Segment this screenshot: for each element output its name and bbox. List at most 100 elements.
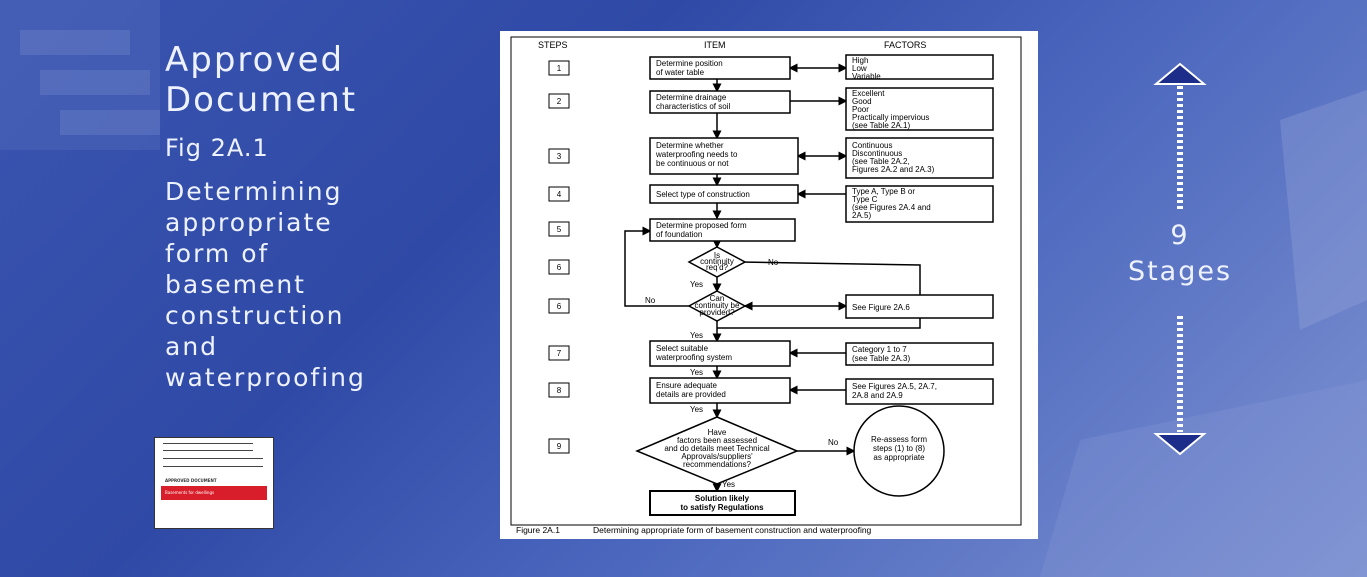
decision-text: provided?: [699, 308, 735, 317]
step-number: 8: [557, 386, 562, 395]
step-box: [548, 93, 570, 109]
step-number: 1: [557, 64, 562, 73]
factor-text: Variable: [852, 72, 881, 81]
item-text: Determine whether: [656, 141, 724, 150]
description-line: appropriate: [165, 208, 333, 237]
step-number: 6: [557, 263, 562, 272]
factor-text: See Figure 2A.6: [852, 303, 910, 312]
stages-indicator: 9 Stages: [1100, 60, 1260, 460]
yes-label: Yes: [690, 280, 703, 289]
factor-box: [845, 294, 994, 319]
decision-text: and do details meet Technical: [664, 444, 769, 453]
factor-text: Good: [852, 97, 872, 106]
factor-text: Discontinuous: [852, 149, 902, 158]
factor-box: [845, 137, 994, 179]
item-box: [649, 184, 799, 204]
decision-diamond: [687, 246, 747, 278]
step-number: 5: [557, 225, 562, 234]
slide-title-line-2: Document: [165, 80, 358, 120]
item-boxes: [649, 56, 799, 516]
factor-text: 2A.5): [852, 211, 871, 220]
decision-text: continuity be: [695, 301, 740, 310]
item-text: Determine drainage: [656, 93, 727, 102]
step-number: 4: [557, 190, 562, 199]
factor-text: Excellent: [852, 89, 885, 98]
item-box: [649, 377, 791, 404]
decision-text: Is: [714, 251, 720, 260]
step-box: [548, 382, 570, 398]
factor-text: (see Table 2A.2,: [852, 157, 910, 166]
arrow-down-icon: [1153, 433, 1207, 456]
factor-text: Figures 2A.2 and 2A.3): [852, 165, 935, 174]
decision-text: Have: [708, 428, 727, 437]
thumbnail-line: [163, 458, 263, 459]
end-text: Solution likely: [695, 494, 750, 503]
factor-text: See Figures 2A.5, 2A.7,: [852, 382, 937, 391]
item-text: Determine position: [656, 59, 723, 68]
factor-text: Low: [852, 64, 867, 73]
step-box: [548, 438, 570, 454]
slide-description: Determining appropriate form of basement…: [165, 176, 366, 393]
step-number: 6: [557, 302, 562, 311]
figure-border: [510, 36, 1022, 526]
no-label: No: [828, 438, 839, 447]
item-box: [649, 56, 791, 80]
description-line: and: [165, 332, 219, 361]
factor-box: [845, 378, 994, 405]
decision-text: continuity: [700, 257, 734, 266]
step-box: [548, 345, 570, 361]
yes-label: Yes: [690, 405, 703, 414]
thumbnail-line: [163, 466, 263, 467]
flow-connectors: [624, 63, 921, 493]
description-line: construction: [165, 301, 345, 330]
column-header-steps: STEPS: [538, 40, 568, 50]
factor-text: Type A, Type B or: [852, 187, 915, 196]
factor-box: [845, 185, 994, 223]
slide-text-block: Approved Document Fig 2A.1 Determining a…: [165, 40, 366, 393]
item-text: waterproofing needs to: [655, 150, 738, 159]
item-text: characteristics of soil: [656, 102, 730, 111]
factor-text: Type C: [852, 195, 878, 204]
step-box: [548, 148, 570, 164]
reassess-text: Re-assess form: [871, 435, 927, 444]
factor-text: 2A.8 and 2A.9: [852, 391, 903, 400]
item-text: Ensure adequate: [656, 381, 717, 390]
decision-text: Approvals/suppliers': [681, 452, 753, 461]
step-boxes: 1 2 3 4 5 6 6 7 8 9: [548, 60, 570, 454]
step-box: [548, 186, 570, 202]
step-number: 3: [557, 152, 562, 161]
item-text: Select suitable: [656, 344, 709, 353]
arrow-up-icon: [1153, 62, 1207, 85]
factor-text: Category 1 to 7: [852, 345, 907, 354]
factor-text: (see Figures 2A.4 and: [852, 203, 931, 212]
stages-number: 9: [1170, 220, 1190, 251]
factor-text: Poor: [852, 105, 869, 114]
reassess-text: steps (1) to (8): [873, 444, 925, 453]
description-line: Determining: [165, 177, 343, 206]
decision-diamond: [635, 416, 799, 485]
factor-box: [845, 87, 994, 131]
yes-label: Yes: [722, 480, 735, 489]
yes-label: Yes: [690, 368, 703, 377]
factor-box: [845, 54, 994, 80]
step-number: 9: [557, 442, 562, 451]
step-number: 7: [557, 349, 562, 358]
description-line: basement: [165, 270, 306, 299]
item-text: details are provided: [656, 390, 726, 399]
thumbnail-header-lines: [163, 443, 253, 451]
item-box: [649, 137, 799, 175]
decision-text: factors been assessed: [677, 436, 757, 445]
description-line: waterproofing: [165, 363, 366, 392]
item-box: [649, 90, 791, 114]
stages-arrow: [1153, 62, 1207, 456]
factor-boxes: [845, 54, 994, 405]
step-number: 2: [557, 97, 562, 106]
figure-caption-text: Determining appropriate form of basement…: [593, 525, 872, 535]
reassess-text: as appropriate: [873, 453, 925, 462]
end-text: to satisfy Regulations: [680, 503, 764, 512]
reassess-circle: [853, 405, 945, 497]
item-text: Determine proposed form: [656, 221, 747, 230]
factor-text: (see Table 2A.1): [852, 121, 910, 130]
